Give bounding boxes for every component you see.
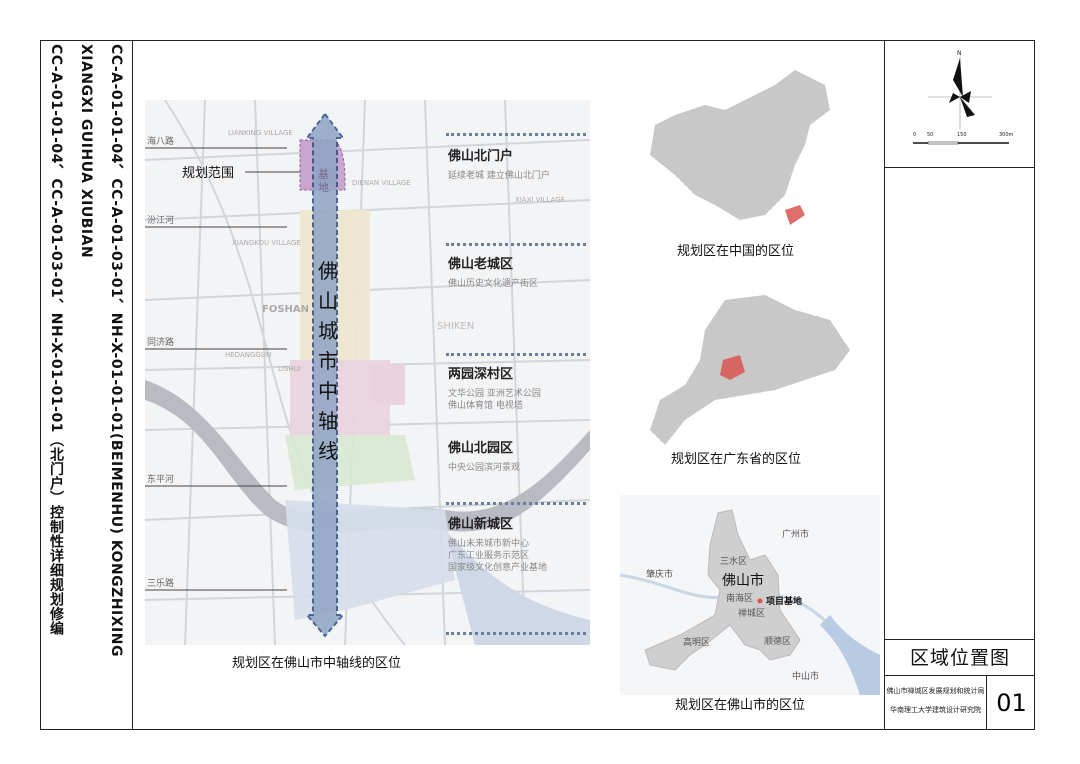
north-label: N xyxy=(957,50,962,57)
title-strip: CC-A-01-01-04、CC-A-01-03-01、NH-X-01-01-0… xyxy=(40,40,133,730)
scale-tick: 300m xyxy=(999,132,1014,138)
zone-north-park: 佛山北园区 中央公园滨河景观 xyxy=(448,437,520,474)
highlight-region xyxy=(785,205,805,225)
zone-parks: 两园深村区 文华公园 亚洲艺术公园佛山体育馆 电视塔 xyxy=(448,363,541,412)
sheet-title: 区域位置图 xyxy=(885,640,1035,676)
neighbor-label: 中山市 xyxy=(792,672,820,682)
district-label: 三水区 xyxy=(720,557,748,567)
place-label: FOSHAN xyxy=(262,304,310,315)
guangdong-map xyxy=(650,295,850,445)
road-leaders xyxy=(145,147,300,591)
neighbor-label: 肇庆市 xyxy=(646,570,674,580)
scale-bar xyxy=(913,141,1009,145)
foshan-city-label: 佛山市 xyxy=(722,573,764,589)
zone-divider xyxy=(446,243,586,246)
place-label: XIAXI VILLAGE xyxy=(515,196,566,204)
zone-title: 两园深村区 xyxy=(448,367,514,382)
org-designer: 华南理工大学建筑设计研究院 xyxy=(890,706,981,714)
zone-desc: 佛山体育馆 电视塔 xyxy=(448,401,523,411)
scale-tick: 150 xyxy=(957,132,967,138)
place-label: XIANGKOU VILLAGE xyxy=(232,239,301,247)
place-label: HEDANGGUN xyxy=(225,351,272,359)
zone-old-town: 佛山老城区 佛山历史文化遗产街区 xyxy=(448,253,538,290)
base-label: 基地 xyxy=(318,168,329,194)
title-block: N 0 50 150 300m 区域位置图 佛山市禅城区发展规划和统计局 华南理… xyxy=(884,40,1035,730)
zone-title: 佛山老城区 xyxy=(448,257,514,272)
china-map xyxy=(650,70,830,225)
road-label: 同济路 xyxy=(147,338,175,348)
zone-desc: 中央公园滨河景观 xyxy=(448,463,521,473)
zone-divider xyxy=(446,133,586,136)
district-label: 禅城区 xyxy=(738,609,766,619)
zone-north-gate: 佛山北门户 延续老城 建立佛山北门户 xyxy=(448,145,550,182)
road-label: 海八路 xyxy=(147,137,175,147)
place-label: LIANKING VILLAGE xyxy=(228,129,293,137)
zone-desc: 延续老城 建立佛山北门户 xyxy=(448,171,550,181)
place-label: SHIKEN xyxy=(437,321,475,332)
guangdong-map-caption: 规划区在广东省的区位 xyxy=(671,452,802,467)
project-marker xyxy=(757,598,763,604)
zone-desc: 文华公园 亚洲艺术公园 xyxy=(448,389,541,399)
zone-title: 佛山北门户 xyxy=(448,149,514,164)
sheet-number: 01 xyxy=(986,676,1036,730)
project-title: CC-A-01-01-04、CC-A-01-03-01、NH-X-01-01-0… xyxy=(41,44,131,730)
foshan-map-caption: 规划区在佛山市的区位 xyxy=(675,698,806,713)
project-title-chinese: CC-A-01-01-04、CC-A-01-03-01、NH-X-01-01-0… xyxy=(48,44,64,636)
project-label: 项目基地 xyxy=(766,597,803,607)
north-arrow-icon xyxy=(928,57,992,129)
zone-divider xyxy=(446,353,586,356)
drawing-frame xyxy=(40,40,1035,730)
zone-title: 佛山北园区 xyxy=(448,441,514,456)
highlight-region xyxy=(720,355,745,380)
compass-cell: N 0 50 150 300m xyxy=(885,40,1035,168)
zone-new-town: 佛山新城区 佛山未来城市新中心广东工业服务示范区国家级文化创意产业基地 xyxy=(448,513,547,574)
road-label: 三乐路 xyxy=(147,579,175,589)
zone-desc: 佛山未来城市新中心 xyxy=(448,539,530,549)
axis-map xyxy=(145,100,590,645)
china-map-caption: 规划区在中国的区位 xyxy=(677,244,795,259)
org-client: 佛山市禅城区发展规划和统计局 xyxy=(886,687,985,695)
foshan-map xyxy=(620,495,880,695)
zone-title: 佛山新城区 xyxy=(448,517,514,532)
blank-cell xyxy=(885,168,1035,640)
district-label: 南海区 xyxy=(726,594,754,604)
axis-arrow xyxy=(304,112,346,638)
zone-desc: 广东工业服务示范区 xyxy=(448,551,530,561)
zone-divider xyxy=(446,502,586,505)
district-label: 高明区 xyxy=(683,638,711,648)
district-label: 顺德区 xyxy=(764,637,792,647)
plan-scope-label: 规划范围 xyxy=(182,166,235,181)
zone-desc: 国家级文化创意产业基地 xyxy=(448,563,548,573)
scale-tick: 0 xyxy=(913,132,917,138)
road-label: 东平河 xyxy=(147,475,175,485)
axis-label: 佛山城市中轴线 xyxy=(318,259,338,463)
place-label: LISHUI xyxy=(278,365,301,373)
road-label: 汾江河 xyxy=(147,216,175,226)
zone-divider xyxy=(446,632,586,635)
project-title-pinyin: CC-A-01-01-04、CC-A-01-03-01、NH-X-01-01-0… xyxy=(78,44,124,657)
axis-map-caption: 规划区在佛山市中轴线的区位 xyxy=(232,656,402,671)
neighbor-label: 广州市 xyxy=(782,530,810,540)
scale-tick: 50 xyxy=(927,132,934,138)
place-label: DIENAN VILLAGE xyxy=(352,179,411,187)
zone-desc: 佛山历史文化遗产街区 xyxy=(448,279,539,289)
